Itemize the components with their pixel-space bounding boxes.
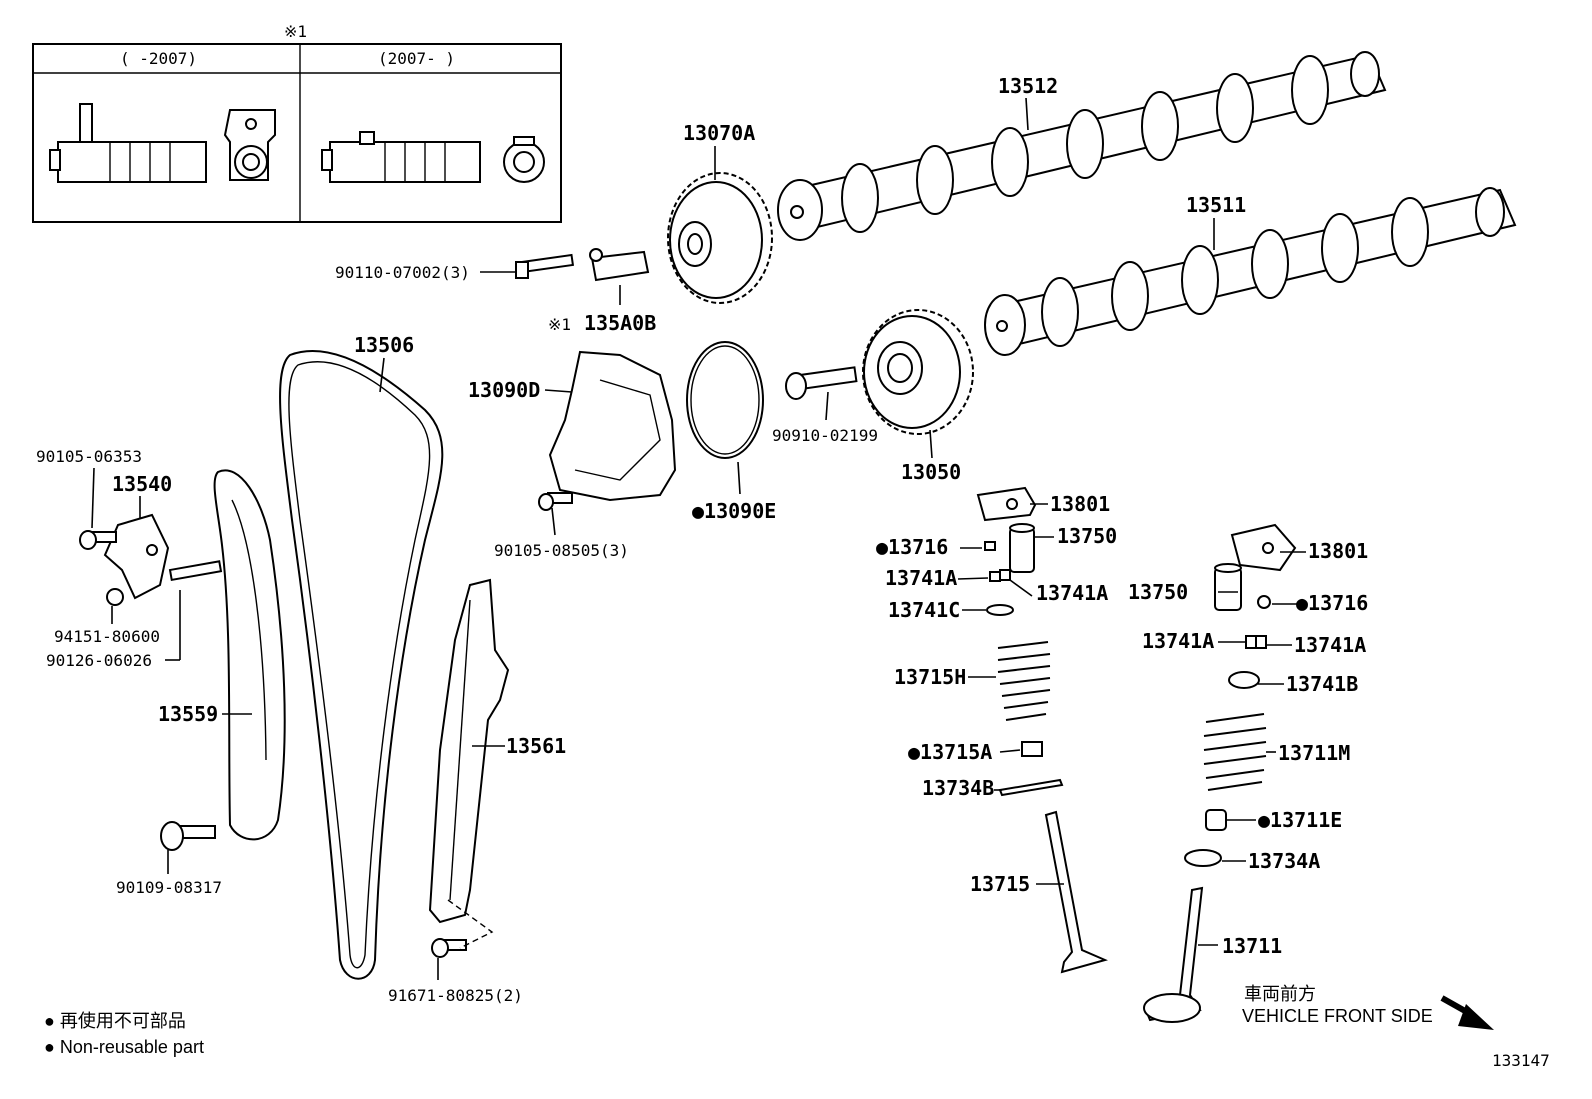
label-13801-a: 13801 [1050, 492, 1110, 516]
seal-13715A [1021, 741, 1043, 757]
rocker-arm-13801-b [1230, 523, 1297, 572]
bolt-90910 [785, 366, 858, 400]
spring-13711M [1203, 713, 1267, 791]
direction-en: VEHICLE FRONT SIDE [1242, 1006, 1433, 1026]
label-13711: 13711 [1222, 934, 1282, 958]
label-13561: 13561 [506, 734, 566, 758]
seat-13734A [1184, 849, 1222, 867]
seal-13711E [1205, 809, 1227, 831]
front-arrow-icon [1440, 995, 1494, 1030]
valve-13715 [1044, 810, 1108, 974]
seat-13734B [998, 778, 1064, 797]
label-91671-80825: 91671-80825(2) [388, 986, 523, 1005]
label-13715: 13715 [970, 872, 1030, 896]
keepers-13741A-b [1245, 635, 1267, 649]
label-13741A-a1: 13741A [885, 566, 957, 590]
oil-control-valve-135A0B [589, 248, 650, 282]
label-94151-80600: 94151-80600 [54, 627, 160, 646]
label-13750-a: 13750 [1057, 524, 1117, 548]
label-13741C: 13741C [888, 598, 960, 622]
label-13090D: 13090D [468, 378, 540, 402]
inset-ocv-old [49, 103, 207, 183]
legend-jp: ● 再使用不可部品 [44, 1011, 186, 1031]
inset-box: ※1 ( -2007) (2007- ) [32, 22, 562, 223]
label-13741A-b1: 13741A [1142, 629, 1214, 653]
retainer-13741B [1228, 671, 1260, 689]
label-90105-08505: 90105-08505(3) [494, 541, 629, 560]
lash-adjuster-13750-b [1214, 563, 1242, 611]
tensioner-13540 [103, 513, 170, 600]
label-13715H: 13715H [894, 665, 966, 689]
cover-13090D [548, 350, 677, 502]
legend-en: ● Non-reusable part [44, 1037, 204, 1057]
inset-ocv-new [321, 131, 481, 183]
rocker-arm-13801-a [976, 486, 1037, 522]
label-13716-b: ●13716 [1296, 591, 1368, 615]
vehicle-front-indicator: 車両前方 VEHICLE FRONT SIDE [1242, 984, 1494, 1030]
label-135A0B-marker: ※1 [548, 315, 571, 334]
valve-13711 [1143, 886, 1204, 1023]
label-13711E: ●13711E [1258, 808, 1342, 832]
label-13716-a: ●13716 [876, 535, 948, 559]
bolt-91671 [431, 899, 494, 958]
direction-jp: 車両前方 [1244, 984, 1316, 1004]
label-135A0B: 135A0B [584, 311, 656, 335]
inset-marker: ※1 [284, 22, 307, 41]
nut-94151 [106, 588, 124, 606]
inset-col1-label: ( -2007) [120, 49, 197, 68]
cap-13716-b [1257, 595, 1271, 609]
label-13734A: 13734A [1248, 849, 1320, 873]
camshaft-13511 [984, 187, 1517, 356]
cap-13716-a [984, 541, 996, 551]
stud-90126 [168, 560, 223, 582]
label-90126-06026: 90126-06026 [46, 651, 152, 670]
timing-chain-13506 [279, 350, 444, 980]
label-13540: 13540 [112, 472, 172, 496]
label-90109-08317: 90109-08317 [116, 878, 222, 897]
cam-timing-gear-13070A [667, 172, 773, 304]
inset-bracket-old [223, 109, 276, 181]
label-13511: 13511 [1186, 193, 1246, 217]
label-13741A-a2: 13741A [1036, 581, 1108, 605]
leader-lines [91, 97, 1306, 980]
bolt-90105-06353 [79, 530, 117, 550]
cam-timing-gear-13050 [862, 309, 974, 435]
inset-ring-new [503, 136, 545, 183]
label-13750-b: 13750 [1128, 580, 1188, 604]
label-13711M: 13711M [1278, 741, 1350, 765]
keepers-13741A-a [989, 569, 1011, 582]
label-13734B: 13734B [922, 776, 994, 800]
lash-adjuster-13750-a [1009, 523, 1035, 573]
label-90105-06353: 90105-06353 [36, 447, 142, 466]
label-13506: 13506 [354, 333, 414, 357]
chain-guide-13559 [213, 469, 286, 841]
label-13090E: ●13090E [692, 499, 776, 523]
label-13715A: ●13715A [908, 740, 992, 764]
label-13741A-b2: 13741A [1294, 633, 1366, 657]
label-13801-b: 13801 [1308, 539, 1368, 563]
label-90910-02199: 90910-02199 [772, 426, 878, 445]
bolt-90110 [515, 253, 575, 279]
retainer-13741C [986, 604, 1014, 616]
label-13559: 13559 [158, 702, 218, 726]
camshaft-13512 [777, 51, 1387, 241]
inset-col2-label: (2007- ) [378, 49, 455, 68]
part-labels: 13512 13511 13070A 90110-07002(3) ※1 135… [36, 74, 1368, 1005]
diagram-id: 133147 [1492, 1051, 1550, 1070]
label-13512: 13512 [998, 74, 1058, 98]
label-13741B: 13741B [1286, 672, 1358, 696]
label-90110-07002: 90110-07002(3) [335, 263, 470, 282]
bolt-90105-08505 [538, 492, 573, 511]
label-13070A: 13070A [683, 121, 755, 145]
gasket-13090E [686, 341, 764, 459]
chain-guide-13561 [428, 578, 510, 924]
bolt-90109 [160, 821, 216, 851]
legend: ● 再使用不可部品 ● Non-reusable part [44, 1011, 204, 1057]
spring-13715H [997, 641, 1051, 721]
label-13050: 13050 [901, 460, 961, 484]
